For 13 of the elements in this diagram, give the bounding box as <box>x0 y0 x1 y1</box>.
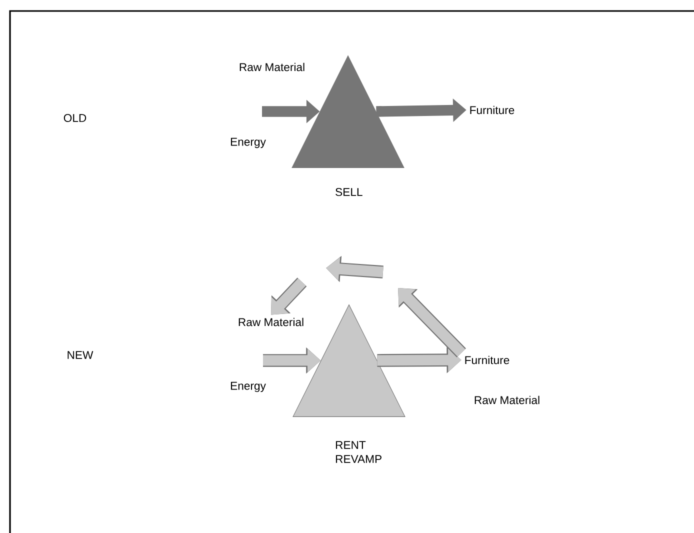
label: Raw Material <box>240 62 304 72</box>
node-label: Raw Material <box>238 318 304 326</box>
label: NEW <box>68 351 94 359</box>
label: Energy <box>230 382 266 392</box>
label: OLD <box>64 114 86 122</box>
label: Raw Material <box>474 396 540 404</box>
node-label: SELL <box>336 188 362 196</box>
label: Energy <box>230 138 266 148</box>
node-label: Furniture <box>465 356 510 364</box>
block-arrow <box>271 278 307 315</box>
node-label: Furniture <box>470 106 514 114</box>
node-label: RENT REVAMP <box>336 441 382 463</box>
block-arrow <box>398 288 466 358</box>
